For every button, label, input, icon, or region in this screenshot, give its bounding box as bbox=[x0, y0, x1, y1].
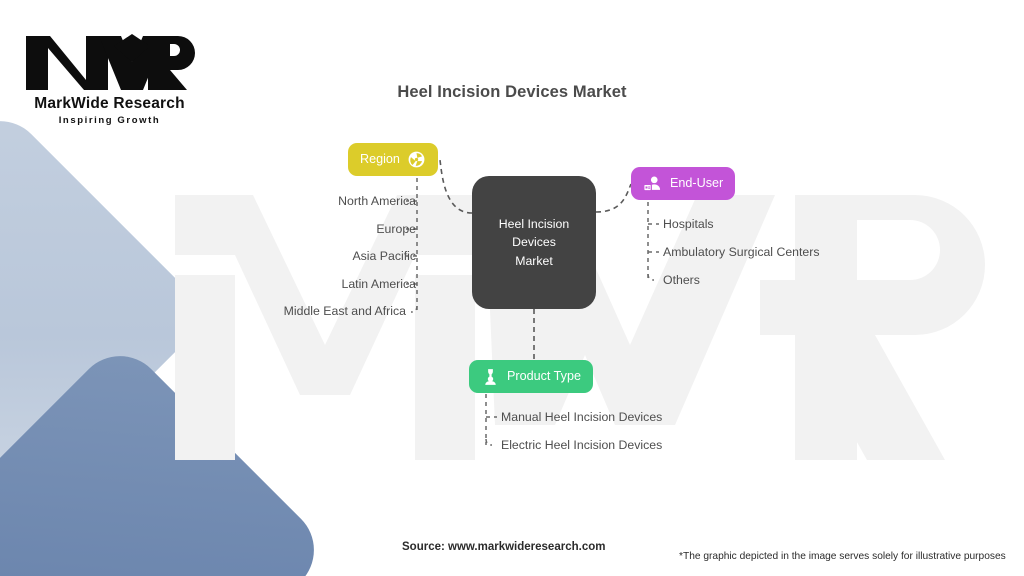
leaf-region-0[interactable]: North America bbox=[338, 194, 416, 208]
branch-badge-product-type[interactable]: Product Type bbox=[469, 360, 593, 393]
leaf-region-3[interactable]: Latin America bbox=[341, 277, 416, 291]
globe-icon bbox=[408, 151, 425, 168]
leaf-region-4[interactable]: Middle East and Africa bbox=[283, 304, 406, 318]
logo-monogram-icon bbox=[26, 34, 195, 90]
user-card-icon bbox=[643, 176, 661, 191]
source-text: Source: www.markwideresearch.com bbox=[402, 541, 606, 553]
page-title: Heel Incision Devices Market bbox=[397, 83, 627, 101]
leaf-product-type-0[interactable]: Manual Heel Incision Devices bbox=[501, 410, 663, 424]
branch-label-product-type: Product Type bbox=[507, 369, 581, 383]
branch-label-end-user: End-User bbox=[670, 176, 724, 190]
center-node-line-1: Heel Incision bbox=[498, 217, 570, 232]
branch-label-region: Region bbox=[360, 152, 400, 166]
branch-badge-region[interactable]: Region bbox=[348, 143, 438, 176]
logo-tagline: Inspiring Growth bbox=[58, 115, 161, 126]
branch-badge-end-user[interactable]: End-User bbox=[631, 167, 736, 200]
leaf-end-user-1[interactable]: Ambulatory Surgical Centers bbox=[663, 245, 820, 259]
device-icon bbox=[485, 368, 496, 385]
leaf-product-type-1[interactable]: Electric Heel Incision Devices bbox=[501, 438, 663, 452]
leaf-end-user-0[interactable]: Hospitals bbox=[663, 217, 714, 231]
leaf-region-1[interactable]: Europe bbox=[376, 222, 416, 236]
leaf-region-2[interactable]: Asia Pacific bbox=[352, 249, 416, 263]
center-node[interactable]: Heel Incision Devices Market bbox=[472, 176, 596, 309]
center-node-line-3: Market bbox=[515, 253, 553, 268]
logo: MarkWide Research Inspiring Growth bbox=[22, 32, 197, 126]
disclaimer-text: *The graphic depicted in the image serve… bbox=[679, 551, 1006, 562]
center-node-line-2: Devices bbox=[512, 235, 556, 250]
leaf-end-user-2[interactable]: Others bbox=[663, 273, 700, 287]
